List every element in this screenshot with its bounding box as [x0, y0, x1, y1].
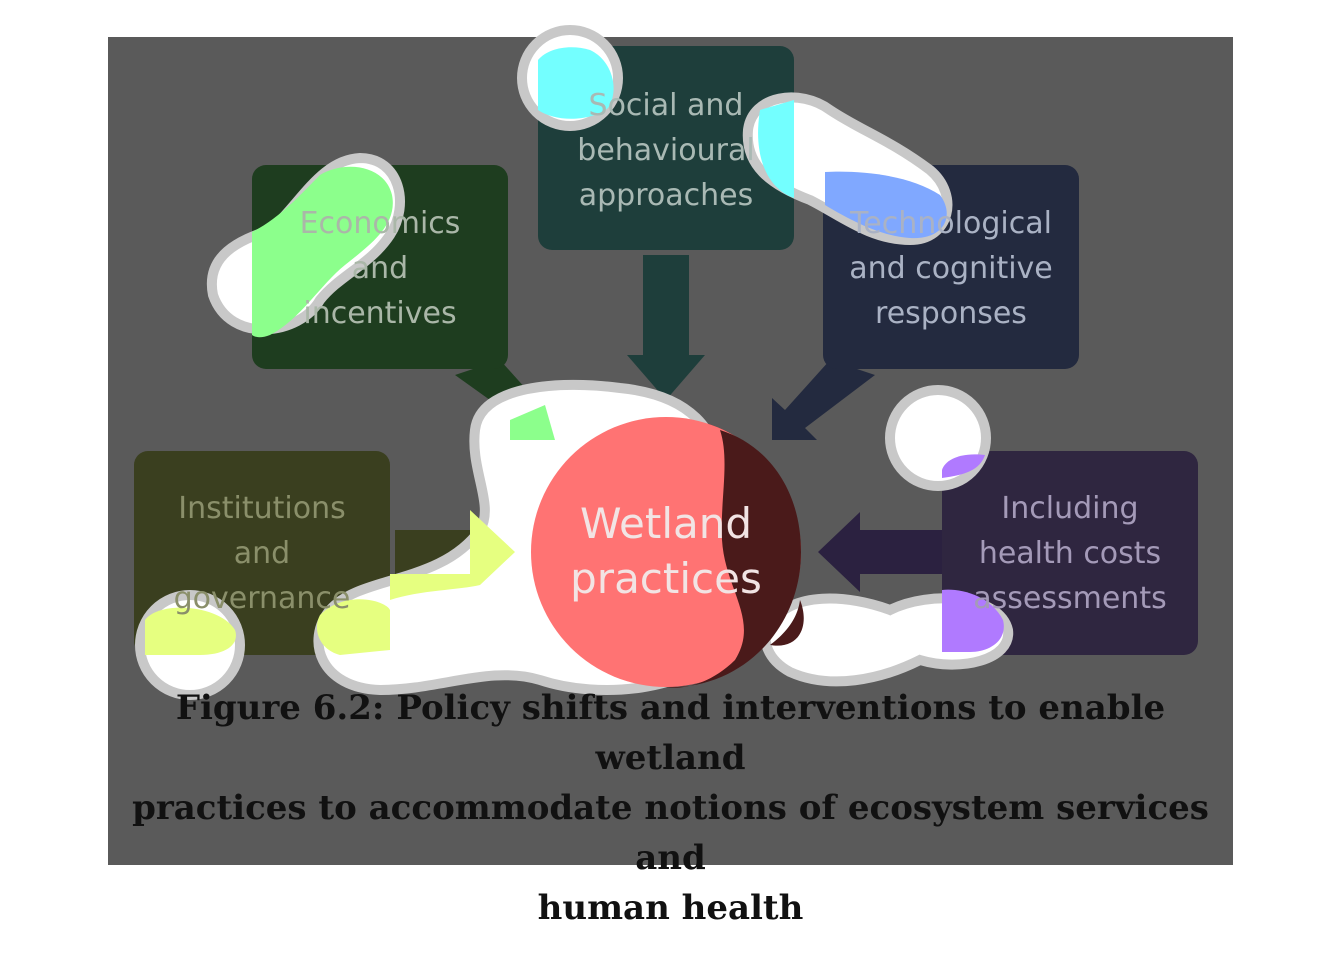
svg-text:and cognitive: and cognitive [849, 251, 1053, 286]
node-health-label: Including health costs assessments [973, 491, 1166, 616]
svg-text:practices: practices [570, 554, 762, 603]
svg-text:Economics: Economics [300, 206, 461, 241]
node-economics-label: Economics and incentives [300, 206, 461, 331]
svg-text:and: and [352, 251, 408, 286]
svg-text:approaches: approaches [579, 178, 753, 213]
svg-text:behavioural: behavioural [577, 133, 754, 168]
caption-line-1: Figure 6.2: Policy shifts and interventi… [175, 688, 1166, 778]
svg-text:governance: governance [174, 581, 351, 616]
svg-text:and: and [234, 536, 290, 571]
highlight-colored-overlay [145, 47, 1004, 688]
svg-text:Including: Including [1001, 491, 1138, 526]
figure-caption: Figure 6.2: Policy shifts and interventi… [108, 683, 1233, 933]
node-health-box [942, 451, 1198, 655]
arrow-social-to-center [627, 255, 705, 400]
svg-text:health costs: health costs [979, 536, 1161, 571]
svg-text:incentives: incentives [303, 296, 456, 331]
node-technological-label: Technological and cognitive responses [849, 206, 1053, 331]
center-label: Wetland practices [570, 499, 762, 603]
svg-text:Wetland: Wetland [580, 499, 752, 548]
svg-text:responses: responses [875, 296, 1027, 331]
node-social-label: Social and behavioural approaches [577, 88, 754, 213]
svg-text:Social and: Social and [589, 88, 744, 123]
svg-text:Institutions: Institutions [178, 491, 345, 526]
svg-text:Technological: Technological [849, 206, 1052, 241]
caption-line-2: practices to accommodate notions of ecos… [132, 788, 1209, 878]
node-institutions-label: Institutions and governance [174, 491, 351, 616]
caption-line-3: human health [537, 888, 804, 928]
arrow-technological-to-center [772, 360, 875, 440]
arrow-health-to-center [818, 512, 945, 592]
svg-text:assessments: assessments [973, 581, 1166, 616]
